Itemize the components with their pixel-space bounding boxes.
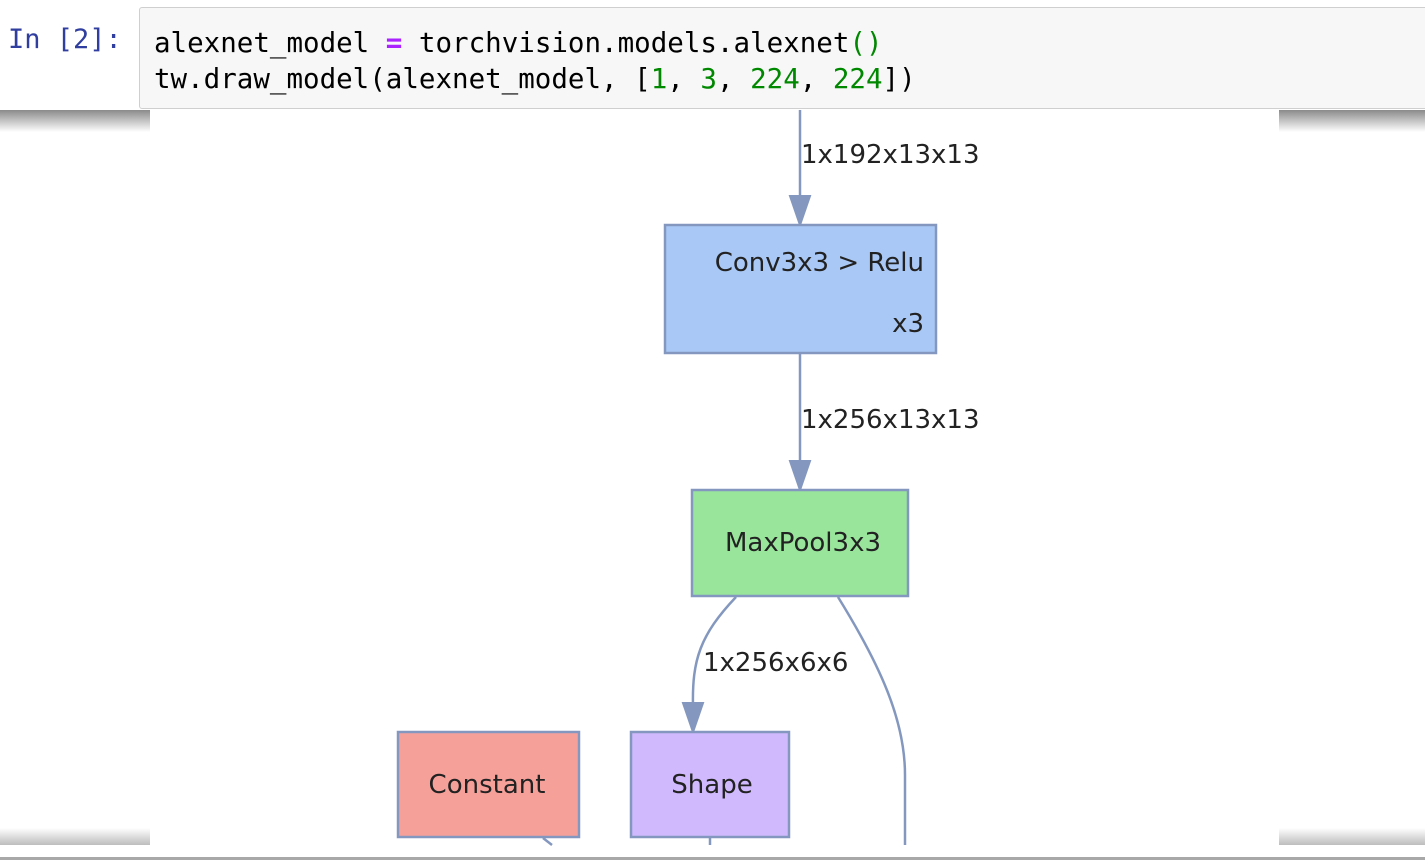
node-label: Constant [429,770,546,800]
node-label: Shape [671,770,752,800]
arrowhead [788,460,812,494]
code-editor[interactable]: alexnet_model = torchvision.models.alexn… [154,25,916,97]
code-token: 224 [750,63,800,95]
code-token: torchvision.models.alexnet [418,27,850,59]
arrowhead [788,195,812,229]
code-token: , [716,63,751,95]
edge-label: 1x256x13x13 [801,405,980,435]
node-conv[interactable]: Conv3x3 > Relu x3 [663,223,938,355]
code-token: , [667,63,701,95]
node-constant[interactable]: Constant [396,730,581,839]
node-sublabel: x3 [892,309,924,339]
code-token: alexnet_model [154,27,370,59]
node-shape[interactable]: Shape [629,730,791,839]
edge-label: 1x256x6x6 [703,648,848,678]
code-token: 3 [700,63,717,95]
node-label: Conv3x3 > Relu [715,248,924,278]
code-token: 1 [650,63,668,95]
output-shadow [1279,828,1425,845]
code-token: , [799,63,833,95]
arrowhead [681,702,705,736]
code-cell[interactable]: alexnet_model = torchvision.models.alexn… [139,7,1425,109]
code-token: tw.draw_model(alexnet_model, [ [154,63,651,95]
output-shadow [0,110,150,132]
output-shadow [0,828,150,845]
code-token: 224 [832,63,883,95]
edge [836,596,907,845]
output-shadow [1279,110,1425,132]
edge-label: 1x192x13x13 [801,140,980,170]
node-label: MaxPool3x3 [725,528,881,558]
code-token: ]) [882,63,916,95]
divider [0,857,1425,860]
edge [691,596,737,707]
code-token: () [849,27,883,59]
code-token: = [385,27,403,59]
edge [542,837,553,846]
cell-prompt: In [2]: [8,24,122,55]
node-maxpool[interactable]: MaxPool3x3 [690,488,910,598]
